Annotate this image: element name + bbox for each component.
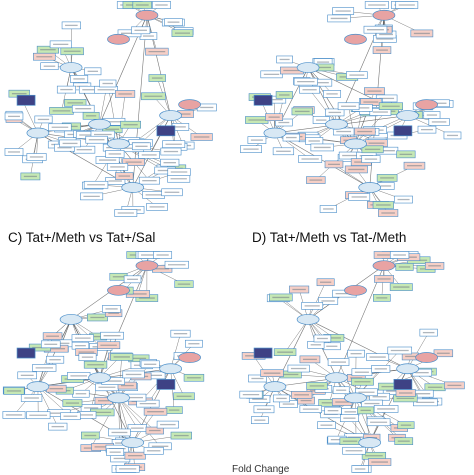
hub-node (108, 34, 130, 44)
network-graph-a (0, 0, 237, 218)
hub-node (136, 10, 158, 20)
hub-node (297, 314, 319, 324)
network-graph-d (237, 250, 474, 474)
hub-node (122, 438, 144, 448)
hub-node (122, 182, 144, 192)
hub-node (373, 261, 395, 271)
hub-node (160, 111, 182, 121)
hub-node (136, 261, 158, 271)
hub-node (416, 100, 438, 110)
hub-node (27, 382, 49, 392)
hub-node (326, 119, 348, 129)
hub-node (60, 63, 82, 73)
hub-node (345, 393, 367, 403)
hub-node (17, 95, 35, 105)
hub-node (345, 34, 367, 44)
network-nodes (3, 252, 204, 473)
hub-node (108, 285, 130, 295)
hub-node (416, 353, 438, 363)
network-graph-c (0, 250, 237, 474)
network-panel-d (237, 250, 474, 474)
hub-node (373, 10, 395, 20)
panel-label-c: C) Tat+/Meth vs Tat+/Sal (8, 230, 155, 245)
hub-node (264, 128, 286, 138)
hub-node (326, 373, 348, 383)
hub-node (108, 139, 130, 149)
hub-node (60, 314, 82, 324)
hub-node (157, 126, 175, 136)
hub-node (108, 393, 130, 403)
hub-node (160, 364, 182, 374)
network-nodes (240, 2, 461, 217)
fold-change-caption: Fold Change (232, 464, 289, 475)
hub-node (345, 139, 367, 149)
hub-node (345, 285, 367, 295)
hub-node (264, 382, 286, 392)
network-nodes (5, 2, 216, 217)
network-panel-a (0, 0, 237, 218)
network-graph-b (237, 0, 474, 218)
network-nodes (240, 252, 465, 473)
hub-node (297, 63, 319, 73)
hub-node (254, 95, 272, 105)
network-panel-b (237, 0, 474, 218)
hub-node (394, 126, 412, 136)
hub-node (394, 379, 412, 389)
hub-node (179, 353, 201, 363)
hub-node (27, 128, 49, 138)
hub-node (89, 373, 111, 383)
hub-node (17, 348, 35, 358)
hub-node (397, 364, 419, 374)
panel-label-d: D) Tat+/Meth vs Tat-/Meth (252, 230, 406, 245)
hub-node (179, 100, 201, 110)
hub-node (359, 438, 381, 448)
hub-node (254, 348, 272, 358)
network-panel-c (0, 250, 237, 474)
hub-node (157, 379, 175, 389)
hub-node (359, 182, 381, 192)
hub-node (89, 119, 111, 129)
hub-node (397, 111, 419, 121)
